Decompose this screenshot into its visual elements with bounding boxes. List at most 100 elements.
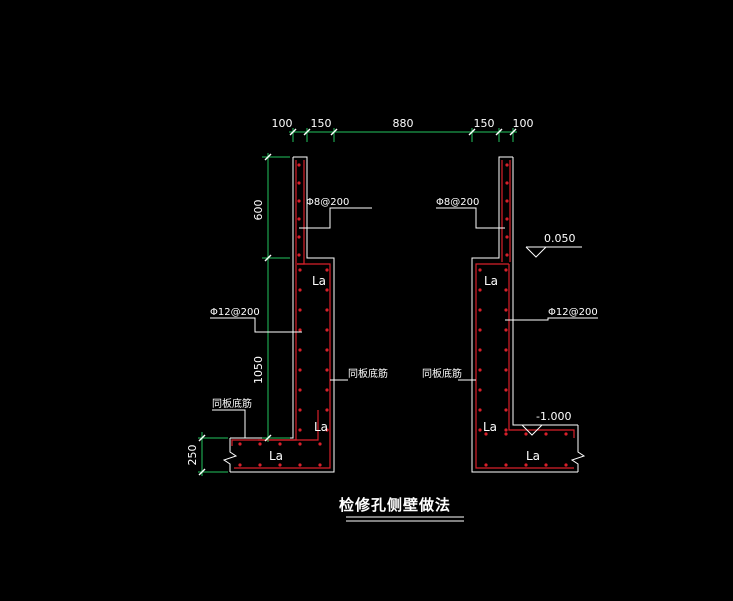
- rebar-dot: [478, 388, 482, 392]
- rebar-dot: [297, 217, 301, 221]
- rebar-label-upper-left: Φ8@200: [306, 197, 349, 208]
- rebar-dot: [297, 163, 301, 167]
- dimension-lines: [198, 128, 517, 476]
- rebar-dot: [325, 288, 329, 292]
- leader-lower-left: [210, 317, 302, 333]
- rebar-dot: [504, 328, 508, 332]
- note-floor-left: 同板底筋: [212, 397, 252, 410]
- la-label-1: La: [312, 274, 326, 288]
- rebar-dot: [238, 442, 242, 446]
- elev-marker-top: [525, 246, 548, 258]
- dim-top-2: 150: [311, 117, 332, 130]
- rebar-dot: [478, 348, 482, 352]
- elevation-bottom: -1.000: [536, 410, 571, 423]
- tick-7: [264, 153, 272, 161]
- tick-1: [289, 128, 297, 136]
- rebar-dot: [298, 308, 302, 312]
- right-lower-rebar: [475, 263, 574, 469]
- rebar-dot: [504, 288, 508, 292]
- rebar-dot: [318, 463, 322, 467]
- dim-top-3: 880: [393, 117, 414, 130]
- rebar-dot: [544, 463, 548, 467]
- la-label-4: La: [484, 274, 498, 288]
- rebar-dot: [238, 463, 242, 467]
- rebar-dot: [325, 328, 329, 332]
- rebar-dot: [524, 432, 528, 436]
- rebar-dot: [298, 442, 302, 446]
- rebar-dot: [478, 308, 482, 312]
- rebar-dot: [505, 253, 509, 257]
- left-break-line: [222, 438, 238, 472]
- rebar-dot: [478, 268, 482, 272]
- left-lower-rebar: [234, 263, 331, 469]
- rebar-dot: [544, 432, 548, 436]
- rebar-dot: [298, 368, 302, 372]
- rebar-dot: [325, 408, 329, 412]
- rebar-dot: [505, 217, 509, 221]
- rebar-dot: [298, 408, 302, 412]
- rebar-dot: [478, 408, 482, 412]
- rebar-dot: [298, 463, 302, 467]
- rebar-dot: [258, 463, 262, 467]
- rebar-dot: [504, 368, 508, 372]
- rebar-dot: [297, 235, 301, 239]
- rebar-dot: [258, 442, 262, 446]
- rebar-lines: [231, 160, 575, 469]
- rebar-dot: [484, 463, 488, 467]
- dimension-ticks: [198, 128, 517, 476]
- right-break-line: [570, 425, 586, 472]
- rebar-dot: [297, 181, 301, 185]
- rebar-dot: [298, 388, 302, 392]
- rebar-dot: [278, 442, 282, 446]
- rebar-dot: [564, 463, 568, 467]
- rebar-dot: [298, 288, 302, 292]
- leader-lines: [210, 207, 598, 438]
- left-upper-rebar-outer: [297, 160, 305, 265]
- rebar-dot: [478, 288, 482, 292]
- right-wall-inner-outline: [512, 157, 578, 426]
- rebar-dot: [484, 432, 488, 436]
- rebar-dot: [478, 428, 482, 432]
- rebar-dot: [505, 181, 509, 185]
- rebar-dot: [278, 463, 282, 467]
- elevation-top: 0.050: [544, 232, 576, 245]
- rebar-dot: [504, 348, 508, 352]
- right-wall-outline: [471, 156, 578, 473]
- la-label-3: La: [269, 449, 283, 463]
- rebar-dot: [298, 328, 302, 332]
- tick-8: [264, 254, 272, 262]
- dim-top-5: 100: [513, 117, 534, 130]
- rebar-label-upper-right: Φ8@200: [436, 197, 479, 208]
- rebar-dot: [297, 199, 301, 203]
- rebar-dot: [564, 432, 568, 436]
- rebar-dots: [238, 163, 568, 467]
- rebar-dot: [318, 442, 322, 446]
- rebar-dot: [504, 388, 508, 392]
- rebar-dot: [504, 463, 508, 467]
- tick-2: [303, 128, 311, 136]
- tick-10: [198, 434, 206, 442]
- leader-floor-left: [212, 409, 246, 438]
- tick-5: [495, 128, 503, 136]
- rebar-dot: [505, 235, 509, 239]
- rebar-dot: [478, 368, 482, 372]
- la-label-5: La: [483, 420, 497, 434]
- rebar-dot: [325, 388, 329, 392]
- rebar-dot: [325, 428, 329, 432]
- tick-4: [468, 128, 476, 136]
- drawing-title: 检修孔侧壁做法: [339, 496, 451, 514]
- rebar-label-lower-left: Φ12@200: [210, 307, 260, 318]
- note-wall-left: 同板底筋: [348, 367, 388, 380]
- dim-top-4: 150: [474, 117, 495, 130]
- rebar-dot: [298, 268, 302, 272]
- rebar-dot: [478, 328, 482, 332]
- rebar-dot: [504, 268, 508, 272]
- note-wall-right: 同板底筋: [422, 367, 462, 380]
- tick-3: [330, 128, 338, 136]
- leader-upper-left: [299, 207, 372, 229]
- right-lower-rebar-inner: [508, 264, 575, 438]
- left-wall-outline: [230, 156, 335, 473]
- leader-lower-right: [505, 317, 598, 321]
- left-wall-inner-outline: [230, 157, 294, 439]
